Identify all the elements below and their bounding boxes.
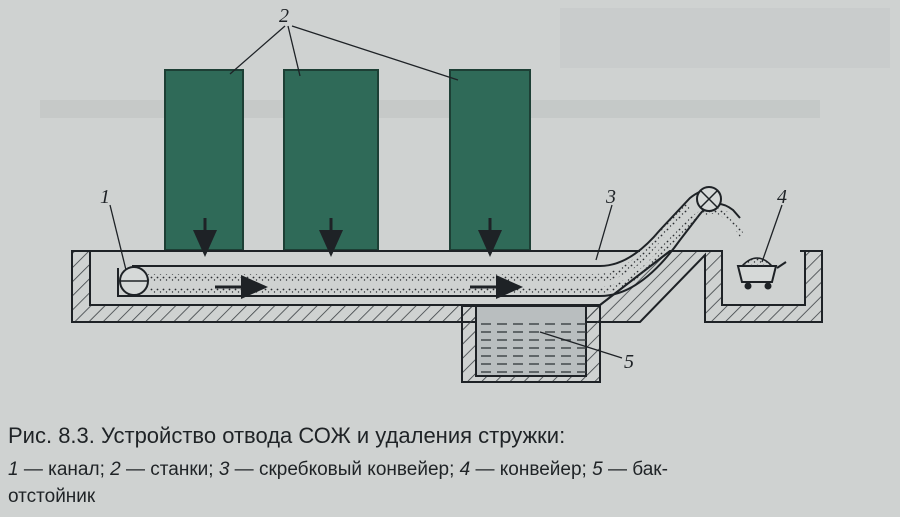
legend-num-2: 2 <box>110 459 121 480</box>
legend-num-3: 3 <box>218 459 230 480</box>
legend-num-4: 4 <box>459 459 471 480</box>
figure-legend-line-2: отстойник <box>8 486 96 507</box>
callout-5: 5 <box>624 351 634 373</box>
legend-text-2: — станки; <box>120 459 219 480</box>
callout-1: 1 <box>100 186 110 208</box>
legend-num-1: 1 <box>8 459 19 480</box>
scraper-conveyor <box>117 186 745 299</box>
callout-3: 3 <box>605 186 616 208</box>
legend-num-5: 5 <box>592 459 603 480</box>
leader-lines <box>109 25 783 359</box>
chip-conveyor-cart <box>736 257 787 290</box>
figure-caption-title: Рис. 8.3. Устройство отвода СОЖ и удален… <box>8 423 566 448</box>
channel <box>71 250 823 323</box>
legend-text-5: — бак- <box>602 459 668 480</box>
callout-4: 4 <box>777 186 787 208</box>
legend-text-3: — скребковый конвейер; <box>229 459 460 480</box>
legend-text-1: — канал; <box>18 459 111 480</box>
legend-text-4: — конвейер; <box>470 459 593 480</box>
settling-tank <box>461 305 601 383</box>
callout-2: 2 <box>279 5 289 27</box>
figure-legend-line-1: 1 — канал; 2 — станки; 3 — скребковый ко… <box>8 459 892 481</box>
machines <box>164 69 531 257</box>
